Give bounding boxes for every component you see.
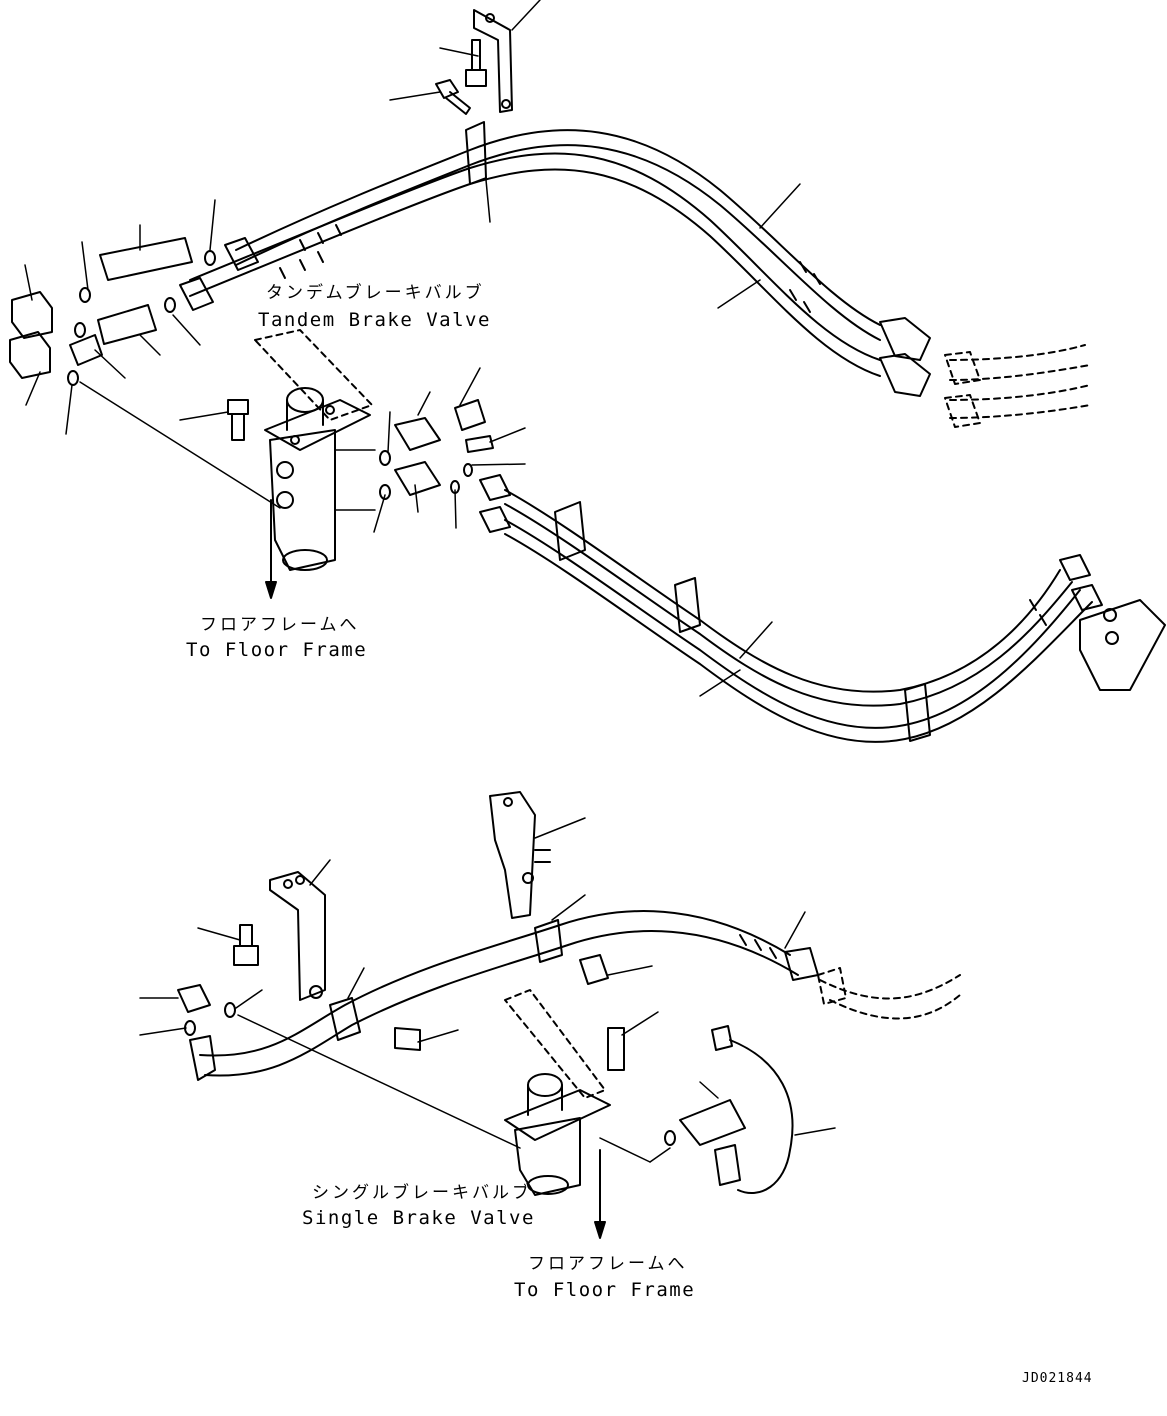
tandem-bolt <box>227 399 249 441</box>
pressure-switch <box>664 1025 794 1195</box>
floor-frame-label-en-top: To Floor Frame <box>186 639 368 661</box>
tandem-brake-valve <box>254 329 373 571</box>
bolt-bottom-left <box>233 924 259 966</box>
drawing-code: JD021844 <box>1022 1371 1093 1386</box>
tandem-fittings <box>379 399 494 500</box>
bracket-bottom-left <box>269 871 326 1001</box>
bottom-fittings <box>177 954 625 1071</box>
arrow-to-floor-bottom <box>594 1149 606 1239</box>
bottom-tube <box>189 910 819 1081</box>
tandem-valve-label-jp: タンデムブレーキバルブ <box>266 283 485 303</box>
floor-frame-label-en-bottom: To Floor Frame <box>514 1279 696 1301</box>
upper-fittings <box>9 237 259 386</box>
upper-hose-pair <box>189 129 931 397</box>
bolt-top <box>435 39 487 115</box>
single-valve-label-jp: シングルブレーキバルブ <box>312 1183 532 1203</box>
phantom-lines-top-right <box>944 344 1091 428</box>
leader-lines-bottom <box>139 817 836 1163</box>
floor-frame-label-jp-top: フロアフレームへ <box>200 615 360 635</box>
phantom-lines-bottom-right <box>817 967 961 1020</box>
bracket-bottom-center <box>489 791 551 919</box>
floor-frame-label-jp-bottom: フロアフレームへ <box>528 1254 688 1274</box>
tandem-valve-label-en: Tandem Brake Valve <box>258 309 491 331</box>
single-valve-label-en: Single Brake Valve <box>302 1207 535 1229</box>
arrow-to-floor-top <box>265 499 277 599</box>
single-brake-valve <box>504 989 611 1196</box>
lower-hose-pair <box>479 474 1166 743</box>
leader-lines-top <box>24 0 801 697</box>
